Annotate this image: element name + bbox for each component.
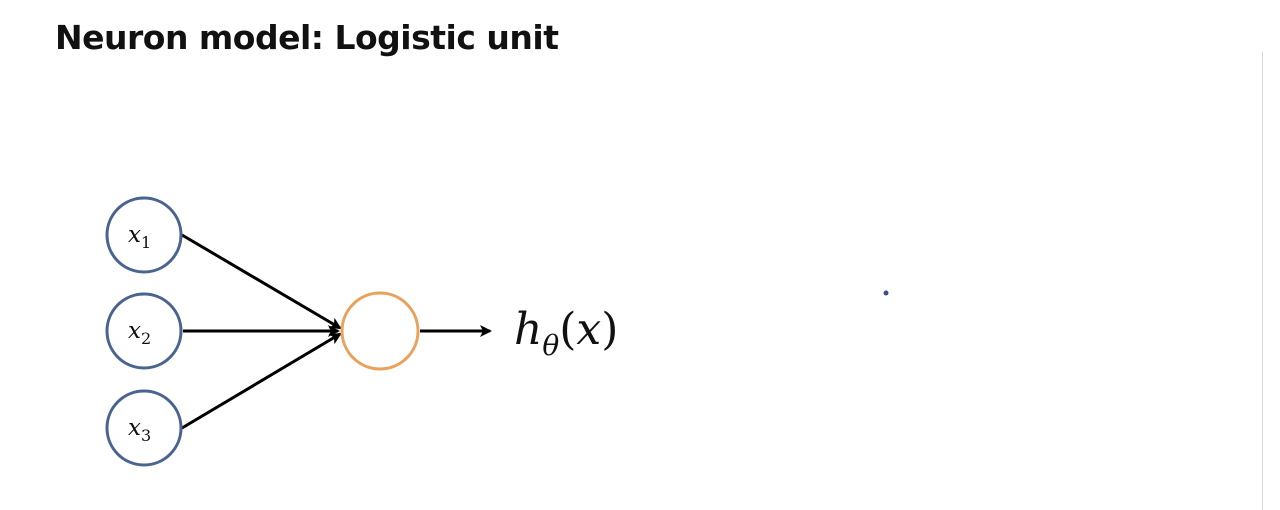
slide-edge-line [1262, 52, 1263, 510]
input-var: x [128, 318, 141, 344]
output-paren-close: ) [601, 304, 618, 355]
input-subscript: 2 [141, 329, 151, 348]
output-paren-open: ( [559, 304, 576, 355]
edge-x3-to-unit [181, 332, 342, 430]
input-var: x [128, 222, 141, 248]
output-subscript: θ [542, 329, 559, 362]
input-subscript: 1 [141, 233, 151, 252]
output-arg: x [576, 304, 601, 355]
input-node-x1: x1 [105, 196, 183, 274]
svg-text:x2: x2 [128, 318, 151, 348]
output-label: hθ(x) [514, 304, 618, 362]
edge-x1-to-unit [181, 233, 342, 330]
cursor-dot-icon [883, 290, 889, 296]
logistic-unit-node [340, 291, 420, 371]
svg-text:x3: x3 [128, 415, 151, 445]
input-node-x2: x2 [105, 292, 183, 370]
output-func: h [514, 304, 542, 355]
input-var: x [128, 415, 141, 441]
input-node-x3: x3 [105, 389, 183, 467]
svg-text:x1: x1 [128, 222, 151, 252]
slide-title: Neuron model: Logistic unit [55, 18, 559, 57]
input-subscript: 3 [141, 426, 151, 445]
